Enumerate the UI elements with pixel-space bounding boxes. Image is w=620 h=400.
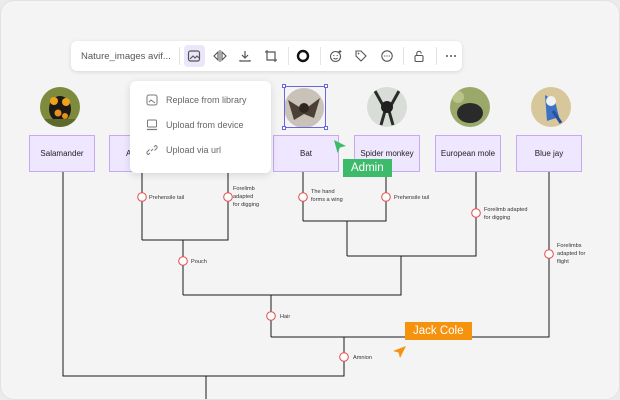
admin-cursor-icon bbox=[334, 140, 346, 153]
crop-icon bbox=[264, 50, 277, 62]
leaf-european-mole[interactable]: European mole bbox=[435, 135, 501, 172]
download-button[interactable] bbox=[235, 45, 256, 67]
trait-hand-wing-line1: The hand bbox=[311, 189, 335, 195]
trait-node bbox=[544, 249, 554, 259]
leaf-salamander[interactable]: Salamander bbox=[29, 135, 95, 172]
trait-node bbox=[266, 311, 276, 321]
trait-forelimb-digging-1-line3: for digging bbox=[233, 202, 259, 208]
admin-cursor-label: Admin bbox=[343, 159, 392, 177]
more-icon bbox=[446, 55, 457, 57]
toolbar-divider bbox=[178, 47, 180, 65]
tree-branch bbox=[62, 172, 207, 399]
trait-forelimb-digging-2-line2: for digging bbox=[484, 215, 510, 221]
trait-forelimbs-flight-line3: flight bbox=[557, 259, 569, 265]
library-icon bbox=[146, 94, 158, 105]
toolbar-divider bbox=[287, 47, 289, 65]
mole-photo[interactable] bbox=[450, 87, 490, 127]
flip-button[interactable] bbox=[209, 45, 230, 67]
toolbar-divider bbox=[319, 47, 321, 65]
tag-button[interactable] bbox=[350, 45, 371, 67]
download-icon bbox=[239, 51, 251, 62]
menu-item-label: Upload via url bbox=[166, 144, 222, 155]
trait-amnion: Amnion bbox=[353, 355, 372, 361]
menu-item-upload-from-device[interactable]: Upload from device bbox=[130, 112, 271, 137]
leaf-bat[interactable]: Bat bbox=[273, 135, 339, 172]
lock-icon bbox=[414, 50, 424, 63]
trait-node bbox=[298, 192, 308, 202]
crop-button[interactable] bbox=[260, 45, 281, 67]
selection-frame[interactable] bbox=[282, 84, 328, 130]
leaf-blue-jay[interactable]: Blue jay bbox=[516, 135, 582, 172]
tag-icon bbox=[355, 50, 367, 62]
bat-photo[interactable] bbox=[284, 88, 324, 128]
trait-hand-wing-line2: forms a wing bbox=[311, 197, 343, 203]
lock-button[interactable] bbox=[408, 45, 429, 67]
border-color-icon bbox=[297, 49, 310, 63]
resize-handle[interactable] bbox=[324, 126, 328, 130]
trait-forelimbs-flight-line2: adapted for bbox=[557, 251, 585, 257]
trait-node bbox=[223, 192, 233, 202]
jack-cole-cursor-icon bbox=[393, 346, 406, 358]
trait-forelimb-digging-1-line1: Forelimb bbox=[233, 186, 255, 192]
link-icon bbox=[146, 144, 158, 155]
salamander-photo[interactable] bbox=[40, 87, 80, 127]
menu-item-replace-from-library[interactable]: Replace from library bbox=[130, 87, 271, 112]
device-icon bbox=[147, 119, 157, 130]
jack-cole-cursor-label: Jack Cole bbox=[405, 322, 472, 340]
trait-node bbox=[178, 256, 188, 266]
trait-prehensile-tail-2: Prehensile tail bbox=[394, 195, 429, 201]
blue-jay-photo[interactable] bbox=[531, 87, 571, 127]
flip-icon bbox=[213, 50, 227, 62]
border-color-button[interactable] bbox=[292, 45, 313, 67]
emoji-icon bbox=[329, 50, 342, 63]
replace-image-button[interactable] bbox=[183, 45, 206, 67]
comment-icon bbox=[380, 50, 393, 62]
image-toolbar: Nature_images avif... bbox=[71, 41, 462, 71]
trait-node bbox=[471, 208, 481, 218]
toolbar-divider bbox=[403, 47, 405, 65]
trait-forelimb-digging-1-line2: adapted bbox=[233, 194, 253, 200]
comment-button[interactable] bbox=[376, 45, 397, 67]
trait-node bbox=[339, 352, 349, 362]
spider-monkey-photo[interactable] bbox=[367, 87, 407, 127]
trait-forelimbs-flight-line1: Forelimbs bbox=[557, 243, 582, 249]
resize-handle[interactable] bbox=[282, 126, 286, 130]
trait-prehensile-tail-1: Prehensile tail bbox=[149, 195, 184, 201]
more-button[interactable] bbox=[441, 45, 462, 67]
replace-image-menu: Replace from library Upload from device … bbox=[130, 81, 271, 173]
trait-node bbox=[137, 192, 147, 202]
trait-hair: Hair bbox=[280, 314, 290, 320]
toolbar-divider bbox=[435, 47, 437, 65]
menu-item-label: Upload from device bbox=[166, 119, 244, 130]
emoji-button[interactable] bbox=[325, 45, 346, 67]
trait-forelimb-digging-2-line1: Forelimb adapted bbox=[484, 207, 528, 213]
menu-item-upload-via-url[interactable]: Upload via url bbox=[130, 137, 271, 162]
resize-handle[interactable] bbox=[282, 84, 286, 88]
replace-image-icon bbox=[188, 50, 201, 62]
resize-handle[interactable] bbox=[324, 84, 328, 88]
trait-node bbox=[381, 192, 391, 202]
file-name[interactable]: Nature_images avif... bbox=[81, 50, 171, 62]
menu-item-label: Replace from library bbox=[166, 94, 247, 105]
trait-pouch: Pouch bbox=[191, 259, 207, 265]
